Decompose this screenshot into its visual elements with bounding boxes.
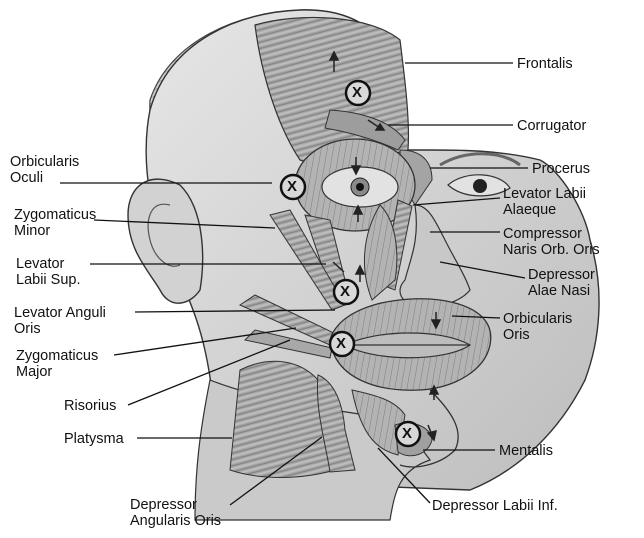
label-mentalis: Mentalis — [499, 443, 553, 459]
label-corrugator: Corrugator — [517, 118, 586, 134]
label-zygomaticus-major: Zygomaticus Major — [16, 348, 98, 380]
label-procerus: Procerus — [532, 161, 590, 177]
injection-marker-x-oris: X — [336, 336, 346, 352]
label-frontalis: Frontalis — [517, 56, 573, 72]
label-zygomaticus-minor: Zygomaticus Minor — [14, 207, 96, 239]
label-levator-labii-sup: Levator Labii Sup. — [16, 256, 81, 288]
label-orbicularis-oris: Orbicularis Oris — [503, 311, 572, 343]
label-orbicularis-oculi: Orbicularis Oculi — [10, 154, 79, 186]
injection-marker-x-orbicularis-oculi: X — [287, 179, 297, 195]
label-platysma: Platysma — [64, 431, 124, 447]
label-risorius: Risorius — [64, 398, 116, 414]
injection-marker-x-mentalis: X — [402, 426, 412, 442]
injection-marker-x-frontalis: X — [352, 85, 362, 101]
label-levator-labii-alaeque: Levator Labii Alaeque — [503, 186, 586, 218]
label-depressor-alae-nasi: Depressor Alae Nasi — [528, 267, 595, 299]
label-compressor-naris: Compressor Naris Orb. Oris — [503, 226, 600, 258]
label-levator-anguli-oris: Levator Anguli Oris — [14, 305, 106, 337]
injection-marker-x-levator: X — [340, 284, 350, 300]
label-depressor-labii-inf: Depressor Labii Inf. — [432, 498, 558, 514]
label-depressor-angularis-oris: Depressor Angularis Oris — [130, 497, 221, 529]
